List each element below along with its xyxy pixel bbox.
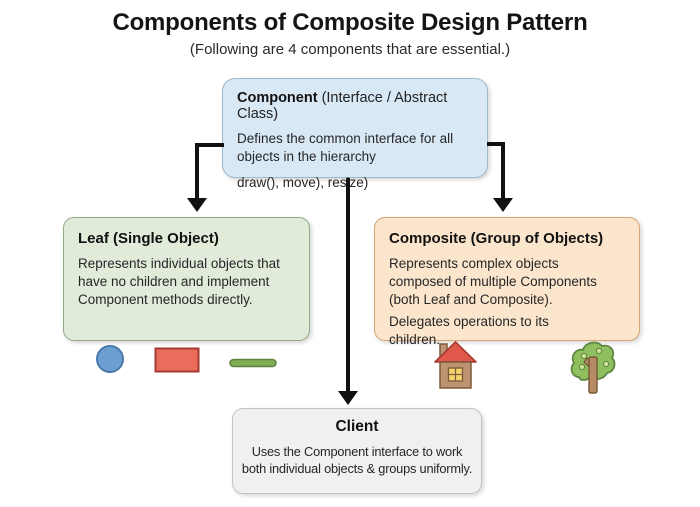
component-heading: Component (Interface / Abstract Class) — [237, 90, 473, 122]
rectangle-icon — [154, 347, 200, 378]
composite-description: Represents complex objects composed of m… — [389, 256, 597, 307]
line-icon — [229, 355, 277, 373]
component-name-suffix: (Interface / Abstract Class) — [237, 90, 448, 122]
page-title: Components of Composite Design Pattern — [112, 9, 588, 36]
arrow-component-to-leaf-vertical — [195, 143, 199, 199]
leaf-heading: Leaf (Single Object) — [78, 230, 219, 247]
arrow-component-to-leaf-horizontal — [197, 143, 224, 147]
composite-box: Composite (Group of Objects) Represents … — [374, 217, 640, 347]
component-methods: draw(), move), resize) — [237, 174, 369, 190]
leaf-box: Leaf (Single Object) Represents individu… — [63, 217, 310, 341]
leaf-description: Represents individual objects that have … — [78, 256, 280, 307]
client-heading: Client — [335, 418, 379, 435]
client-box: Client Uses the Component interface to w… — [232, 408, 482, 494]
tree-icon — [569, 337, 617, 400]
arrow-component-to-client-vertical — [346, 178, 350, 392]
arrow-component-to-composite-head — [493, 198, 513, 212]
client-description: Uses the Component interface to work bot… — [241, 444, 473, 476]
composite-heading: Composite (Group of Objects) — [389, 230, 604, 247]
component-box: Component (Interface / Abstract Class) D… — [222, 78, 488, 190]
arrow-component-to-composite-horizontal — [487, 142, 504, 146]
composite-description-2: Delegates operations to its children. — [389, 314, 549, 348]
arrow-component-to-composite-vertical — [501, 142, 505, 199]
house-icon — [432, 339, 479, 396]
component-description: Defines the common interface for all obj… — [237, 131, 454, 164]
component-name: Component — [237, 90, 318, 106]
circle-icon — [95, 344, 125, 379]
arrow-component-to-client-head — [338, 391, 358, 405]
arrow-component-to-leaf-head — [187, 198, 207, 212]
page-subtitle: (Following are 4 components that are ess… — [189, 41, 511, 58]
